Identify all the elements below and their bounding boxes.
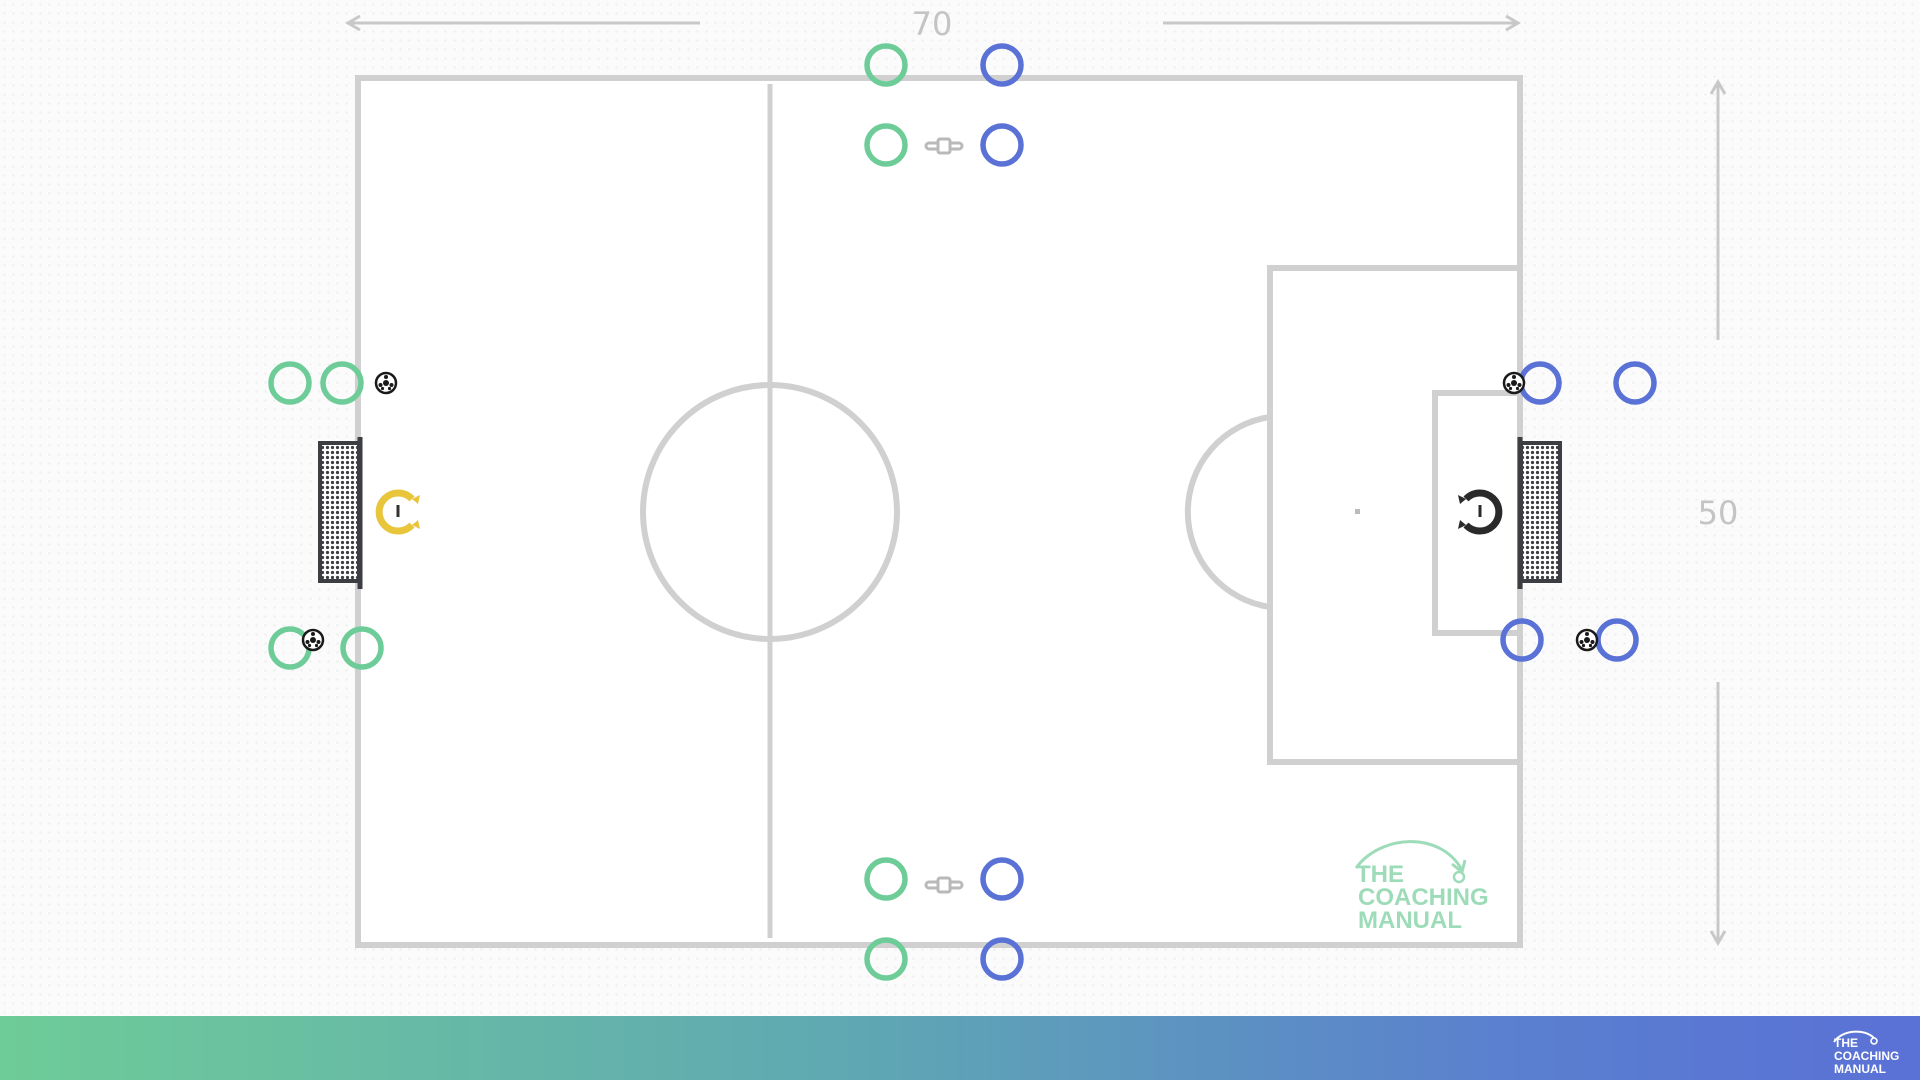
player-icon[interactable] (268, 361, 312, 405)
footer-logo-line-3: MANUAL (1834, 1062, 1886, 1076)
player-icon[interactable] (864, 43, 908, 87)
goalkeeper-mark (396, 505, 400, 517)
blue-team (980, 43, 1657, 981)
green-team (268, 43, 908, 981)
player-icon[interactable] (980, 43, 1024, 87)
left-goal (318, 437, 363, 589)
arrow-icon (1709, 79, 1727, 95)
football-icon[interactable] (374, 371, 398, 395)
arrow-icon (345, 14, 361, 32)
goal-icon (318, 441, 361, 583)
goalkeeper-hand-bottom (412, 520, 420, 529)
width-dimension (345, 14, 1521, 32)
watermark-swoosh-icon (1354, 840, 1464, 871)
player-icon[interactable] (1518, 361, 1562, 405)
penalty-area (1267, 265, 1523, 765)
arrow-icon (1709, 930, 1727, 946)
player-icon[interactable] (1595, 618, 1639, 662)
mannequin-bottom (924, 876, 964, 894)
watermark-logo: THE COACHING MANUAL (1354, 840, 1489, 934)
arrow-icon (1505, 14, 1521, 32)
footer-logo: THE COACHING MANUAL (1833, 1030, 1899, 1076)
player-icon[interactable] (864, 857, 908, 901)
footer-bar: THE COACHING MANUAL (0, 1016, 1920, 1080)
footer-logo-line-1: THE (1834, 1036, 1858, 1050)
balls (301, 371, 1599, 652)
logo-swoosh-icon (1833, 1030, 1875, 1043)
watermark-line-2: COACHING (1358, 884, 1489, 911)
watermark-line-1: THE (1356, 861, 1404, 888)
mannequin-body (936, 876, 952, 894)
logo-ball (1870, 1037, 1878, 1045)
football-icon[interactable] (1575, 628, 1599, 652)
penalty-spot (1355, 509, 1360, 514)
player-icon[interactable] (320, 361, 364, 405)
footer-logo-line-2: COACHING (1834, 1049, 1899, 1063)
mannequin-top (924, 137, 964, 155)
centre-circle (640, 382, 900, 642)
right-goal (1517, 437, 1562, 589)
player-icon[interactable] (980, 123, 1024, 167)
player-icon[interactable] (864, 937, 908, 981)
player-icon[interactable] (980, 857, 1024, 901)
player-icon[interactable] (980, 937, 1024, 981)
penalty-arc (1184, 414, 1271, 610)
player-icon[interactable] (1500, 618, 1544, 662)
goalkeeper-mark (1478, 505, 1482, 517)
football-icon[interactable] (1502, 371, 1526, 395)
mannequin-body (936, 137, 952, 155)
goalkeeper-icon (375, 489, 415, 535)
goalkeeper-yellow (375, 489, 420, 535)
watermark-line-3: MANUAL (1358, 907, 1462, 934)
width-label: 70 (912, 5, 953, 43)
goalkeeper-hand-bottom (1458, 520, 1466, 529)
goal-icon (1519, 441, 1562, 583)
goalkeeper-hand-top (1458, 495, 1466, 504)
player-icon[interactable] (1613, 361, 1657, 405)
watermark-ball (1452, 870, 1466, 884)
training-diagram: 70 50 (268, 5, 1739, 981)
height-label: 50 (1698, 494, 1739, 532)
pitch (355, 75, 1523, 948)
football-icon[interactable] (301, 628, 325, 652)
height-dimension (1709, 79, 1727, 946)
goalkeeper-hand-top (412, 495, 420, 504)
player-icon[interactable] (340, 626, 384, 670)
player-icon[interactable] (864, 123, 908, 167)
